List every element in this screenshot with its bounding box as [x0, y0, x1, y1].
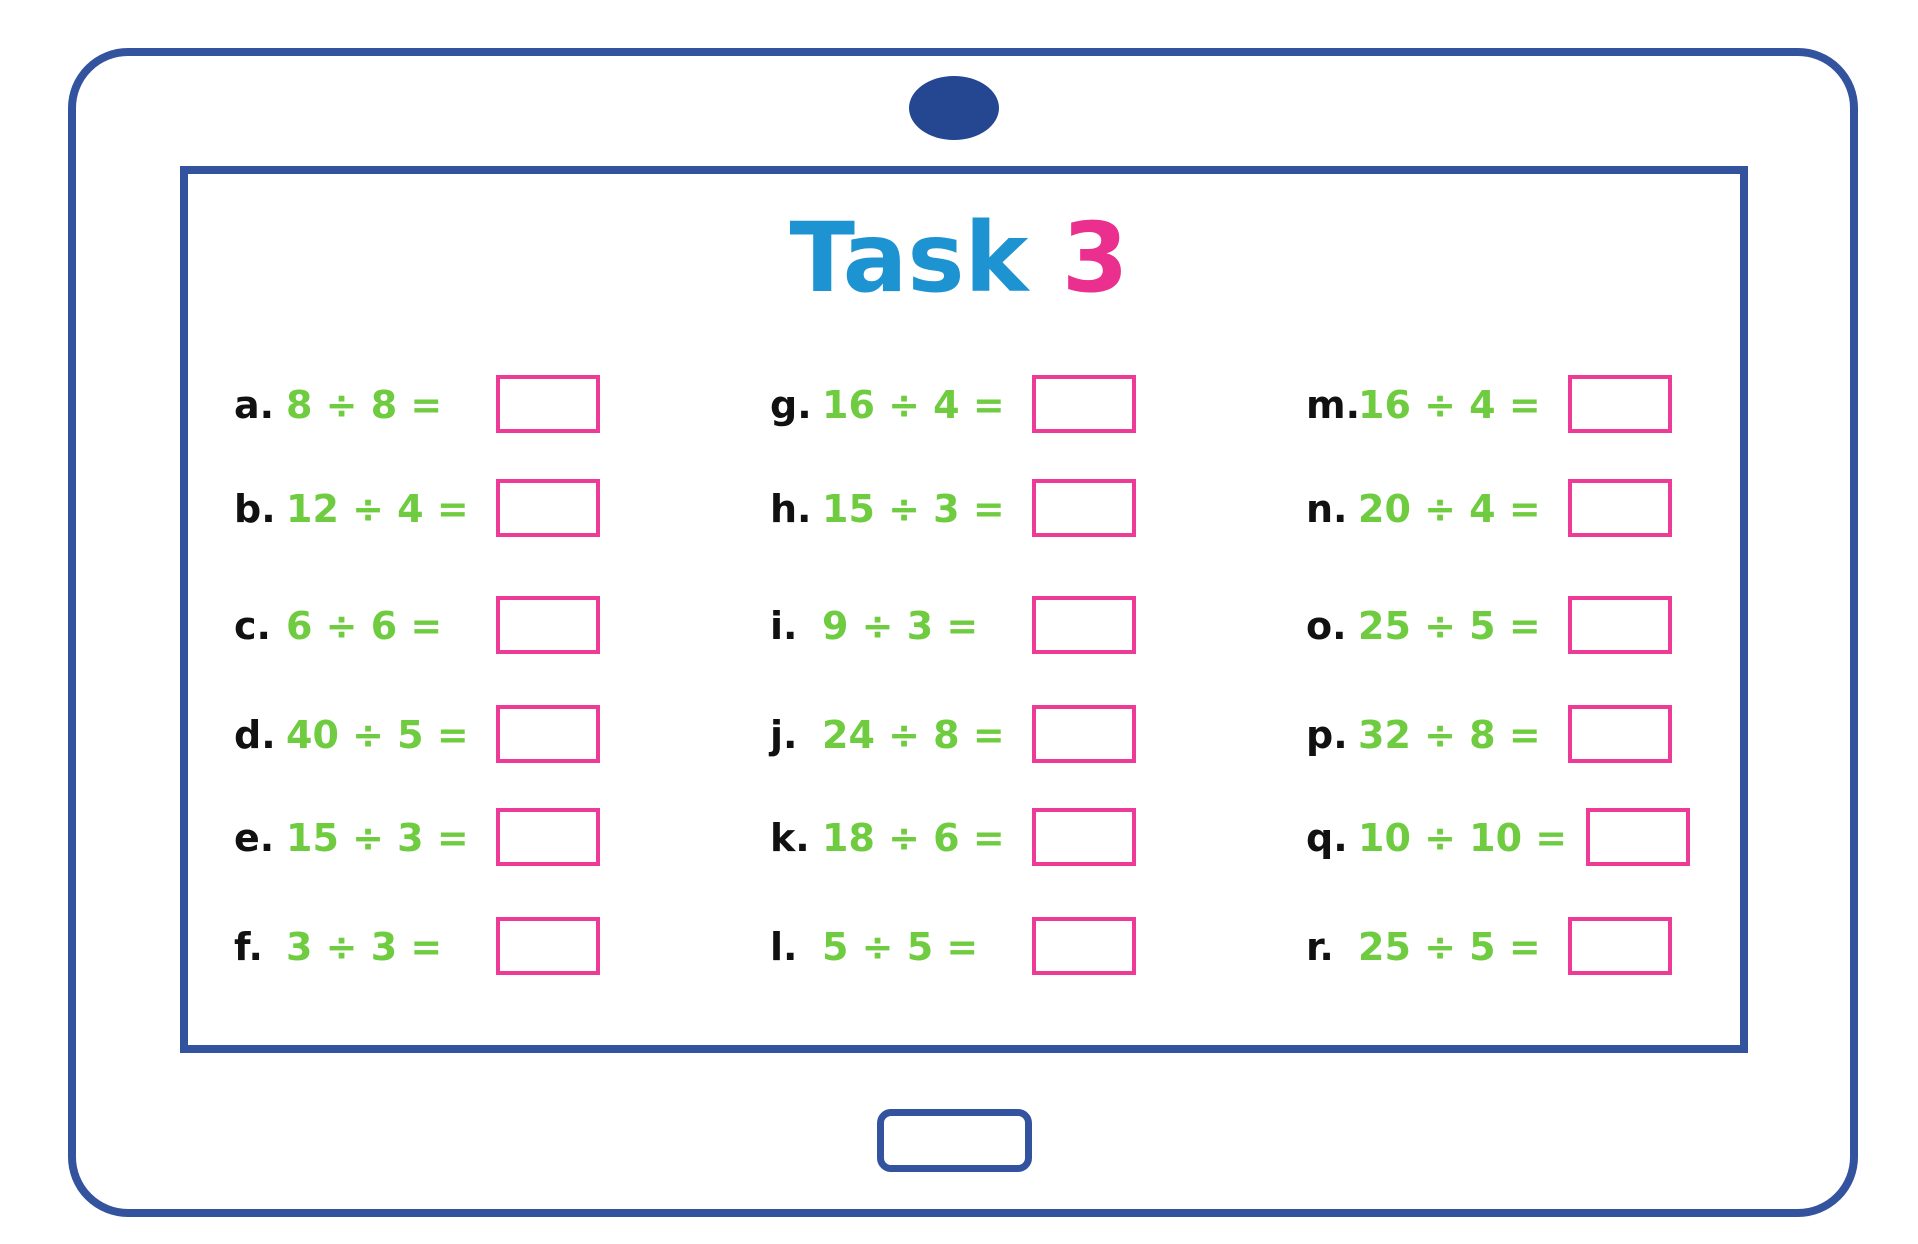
problem-expression: 3 ÷ 3 = [286, 925, 443, 969]
problem-letter: l. [770, 925, 798, 969]
problem-letter: g. [770, 383, 812, 427]
problem-expression: 15 ÷ 3 = [286, 816, 469, 860]
problem-letter: a. [234, 383, 275, 427]
problem-expression: 10 ÷ 10 = [1358, 816, 1568, 860]
problem-letter: o. [1306, 604, 1347, 648]
problem-expression: 16 ÷ 4 = [822, 383, 1005, 427]
answer-box[interactable] [1032, 808, 1136, 866]
answer-box[interactable] [496, 479, 600, 537]
title-number: 3 [1061, 202, 1129, 314]
problem-letter: h. [770, 487, 812, 531]
answer-box[interactable] [1568, 596, 1672, 654]
problem-expression: 25 ÷ 5 = [1358, 925, 1541, 969]
problem-expression: 9 ÷ 3 = [822, 604, 979, 648]
problem-expression: 24 ÷ 8 = [822, 713, 1005, 757]
title-word: Task [789, 202, 1029, 314]
answer-box[interactable] [1032, 705, 1136, 763]
problem-expression: 12 ÷ 4 = [286, 487, 469, 531]
answer-box[interactable] [1032, 479, 1136, 537]
answer-box[interactable] [496, 705, 600, 763]
problem-letter: b. [234, 487, 276, 531]
camera-icon [909, 76, 999, 140]
problem-expression: 15 ÷ 3 = [822, 487, 1005, 531]
answer-box[interactable] [1568, 375, 1672, 433]
problem-expression: 6 ÷ 6 = [286, 604, 443, 648]
answer-box[interactable] [1586, 808, 1690, 866]
answer-box[interactable] [1568, 479, 1672, 537]
problem-expression: 40 ÷ 5 = [286, 713, 469, 757]
answer-box[interactable] [496, 375, 600, 433]
answer-box[interactable] [496, 917, 600, 975]
problem-letter: p. [1306, 713, 1348, 757]
problem-letter: q. [1306, 816, 1348, 860]
problem-expression: 32 ÷ 8 = [1358, 713, 1541, 757]
problem-letter: j. [770, 713, 798, 757]
problem-expression: 8 ÷ 8 = [286, 383, 443, 427]
tablet-frame [68, 48, 1858, 1217]
problem-letter: d. [234, 713, 276, 757]
problem-letter: i. [770, 604, 798, 648]
home-button [877, 1109, 1032, 1172]
problem-letter: m. [1306, 383, 1361, 427]
problem-expression: 18 ÷ 6 = [822, 816, 1005, 860]
answer-box[interactable] [1568, 917, 1672, 975]
problem-letter: f. [234, 925, 263, 969]
problem-letter: r. [1306, 925, 1334, 969]
problem-letter: n. [1306, 487, 1348, 531]
answer-box[interactable] [1032, 917, 1136, 975]
problem-letter: e. [234, 816, 275, 860]
answer-box[interactable] [1032, 596, 1136, 654]
answer-box[interactable] [1568, 705, 1672, 763]
answer-box[interactable] [496, 808, 600, 866]
problem-letter: k. [770, 816, 810, 860]
problem-letter: c. [234, 604, 271, 648]
problem-expression: 16 ÷ 4 = [1358, 383, 1541, 427]
problem-expression: 5 ÷ 5 = [822, 925, 979, 969]
problem-expression: 20 ÷ 4 = [1358, 487, 1541, 531]
page-title: Task 3 [0, 198, 1918, 318]
problem-expression: 25 ÷ 5 = [1358, 604, 1541, 648]
answer-box[interactable] [496, 596, 600, 654]
tablet-screen [180, 166, 1748, 1053]
answer-box[interactable] [1032, 375, 1136, 433]
